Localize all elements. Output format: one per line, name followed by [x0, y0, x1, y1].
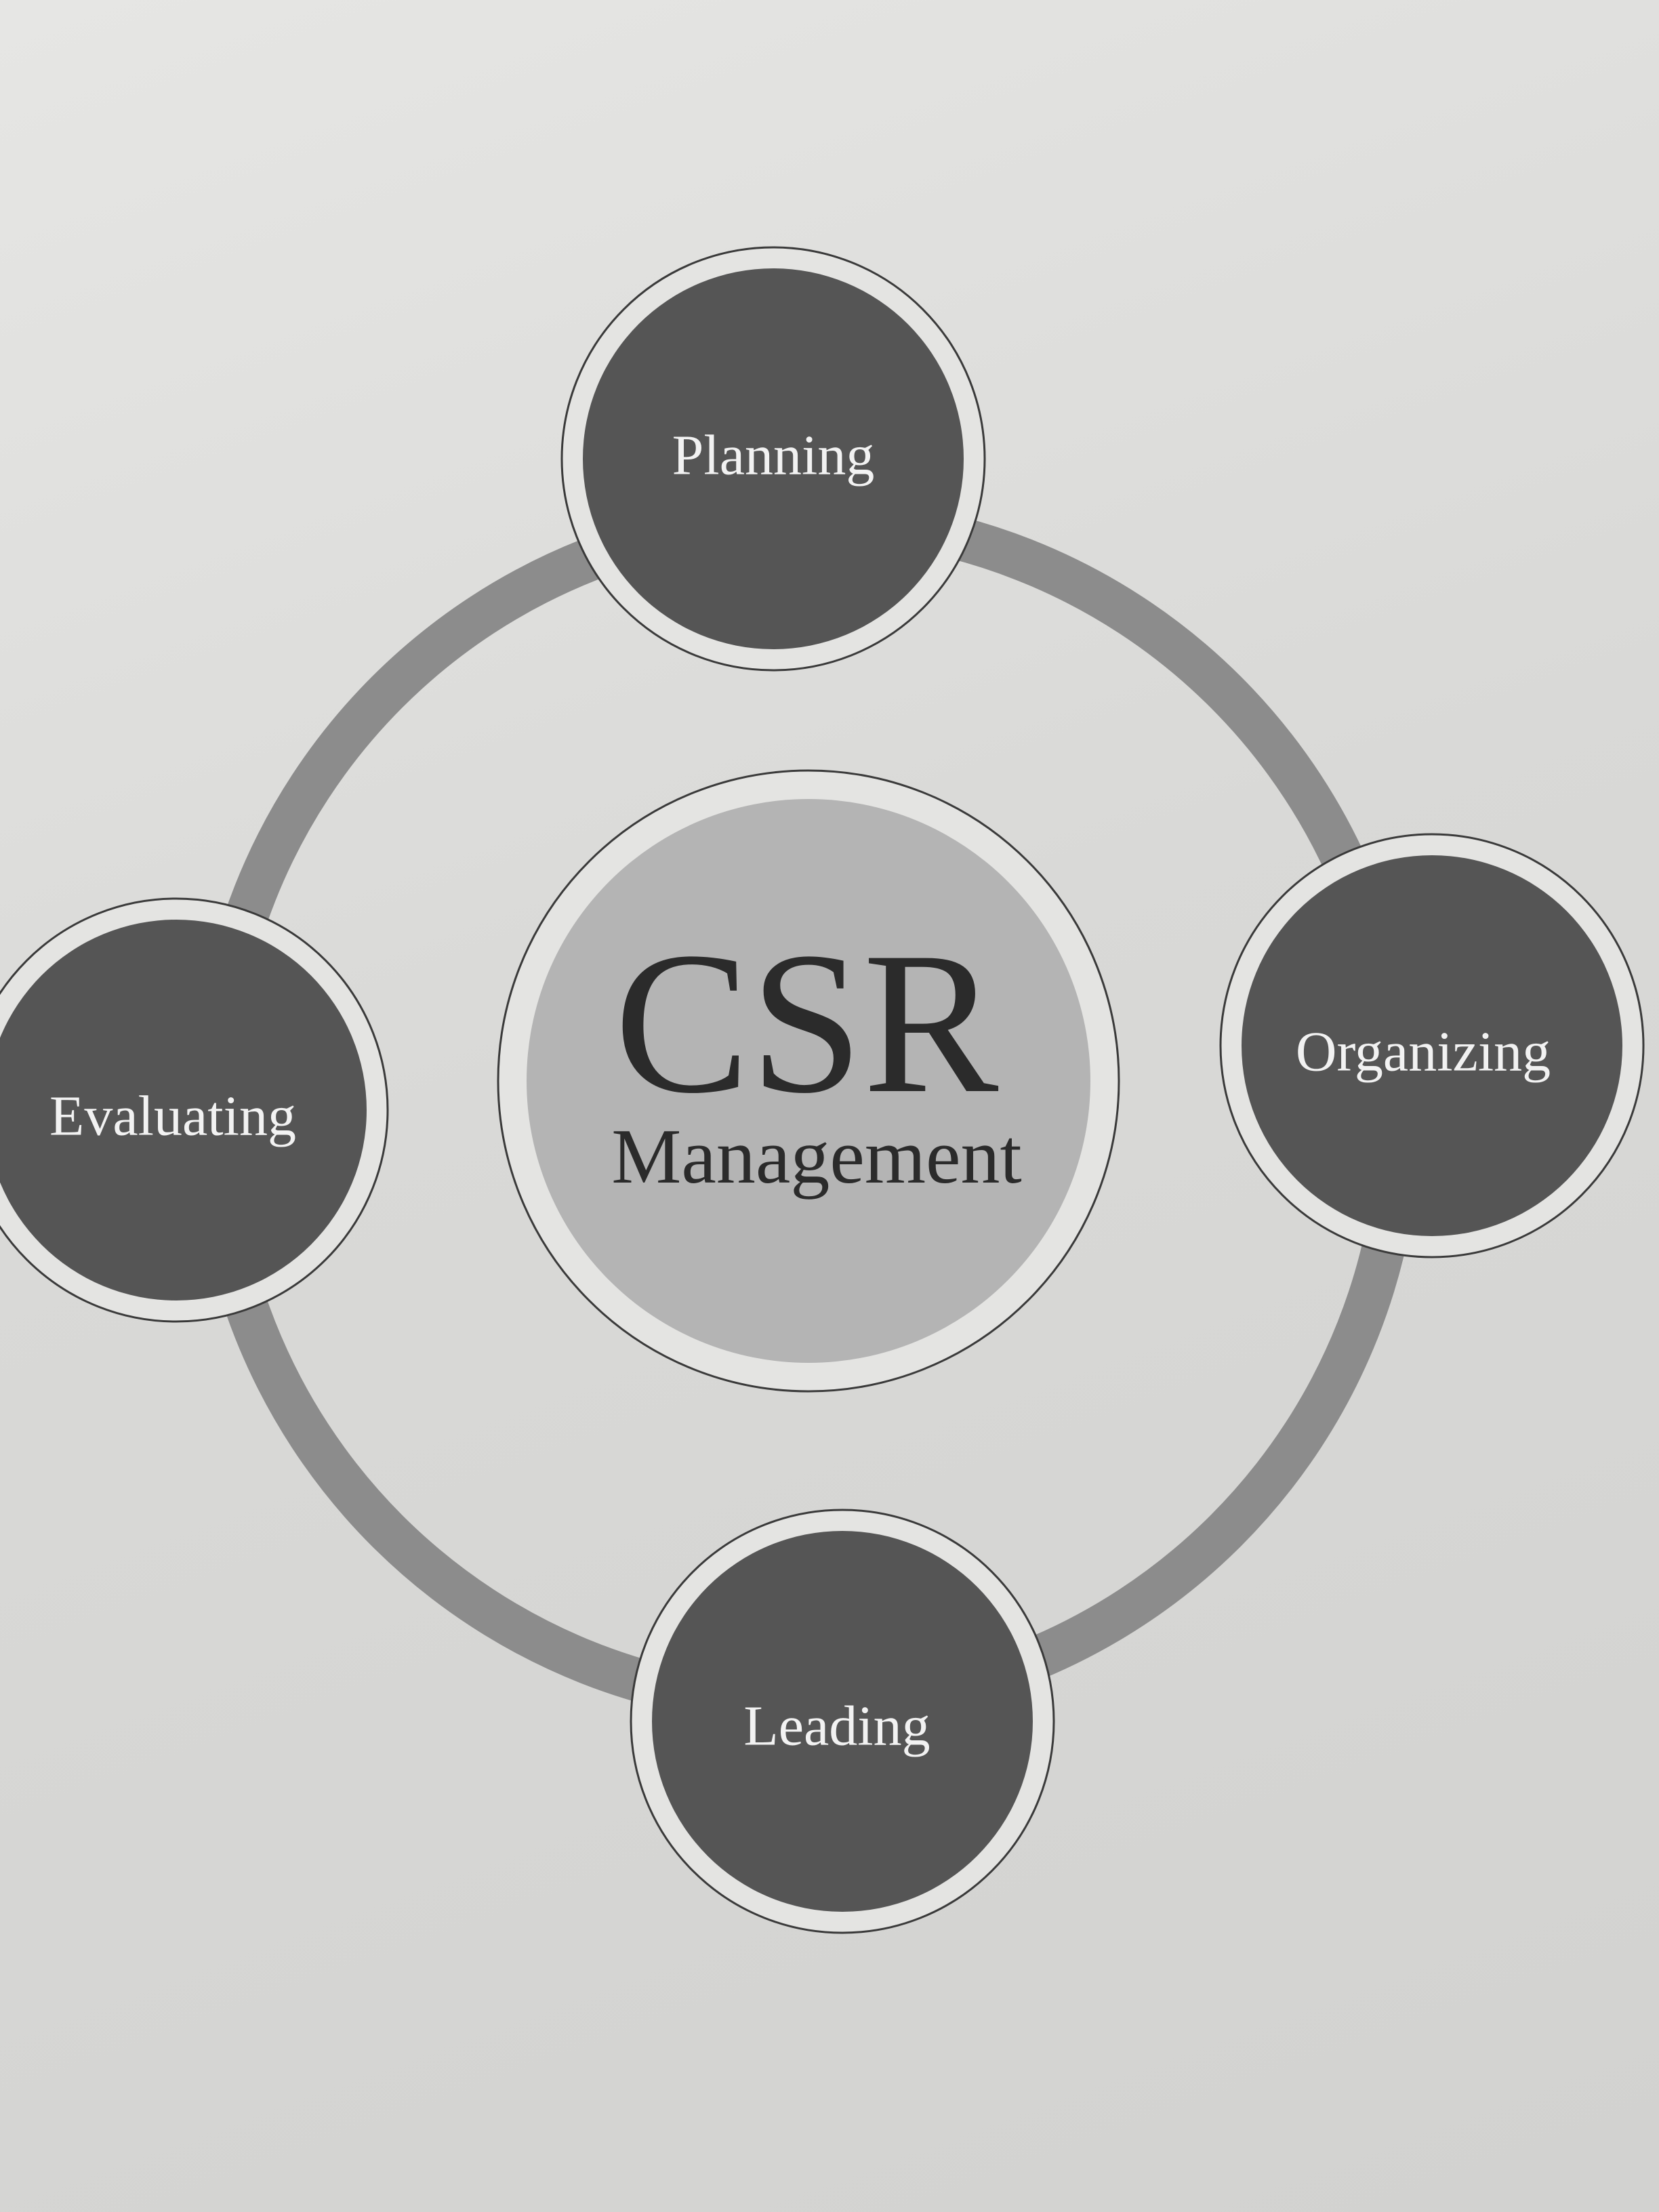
node-organizing: Organizing — [1219, 833, 1645, 1258]
node-label: Leading — [743, 1694, 930, 1757]
center-circle: CSR Management — [497, 769, 1120, 1393]
node-label: Planning — [672, 424, 875, 487]
node-leading: Leading — [630, 1509, 1055, 1934]
node-evaluating: Evaluating — [0, 897, 389, 1323]
center-subtitle: Management — [611, 1113, 1022, 1200]
node-label: Evaluating — [49, 1084, 296, 1147]
node-label: Organizing — [1296, 1020, 1551, 1083]
center-title: CSR — [614, 910, 1000, 1135]
node-planning: Planning — [560, 246, 986, 672]
